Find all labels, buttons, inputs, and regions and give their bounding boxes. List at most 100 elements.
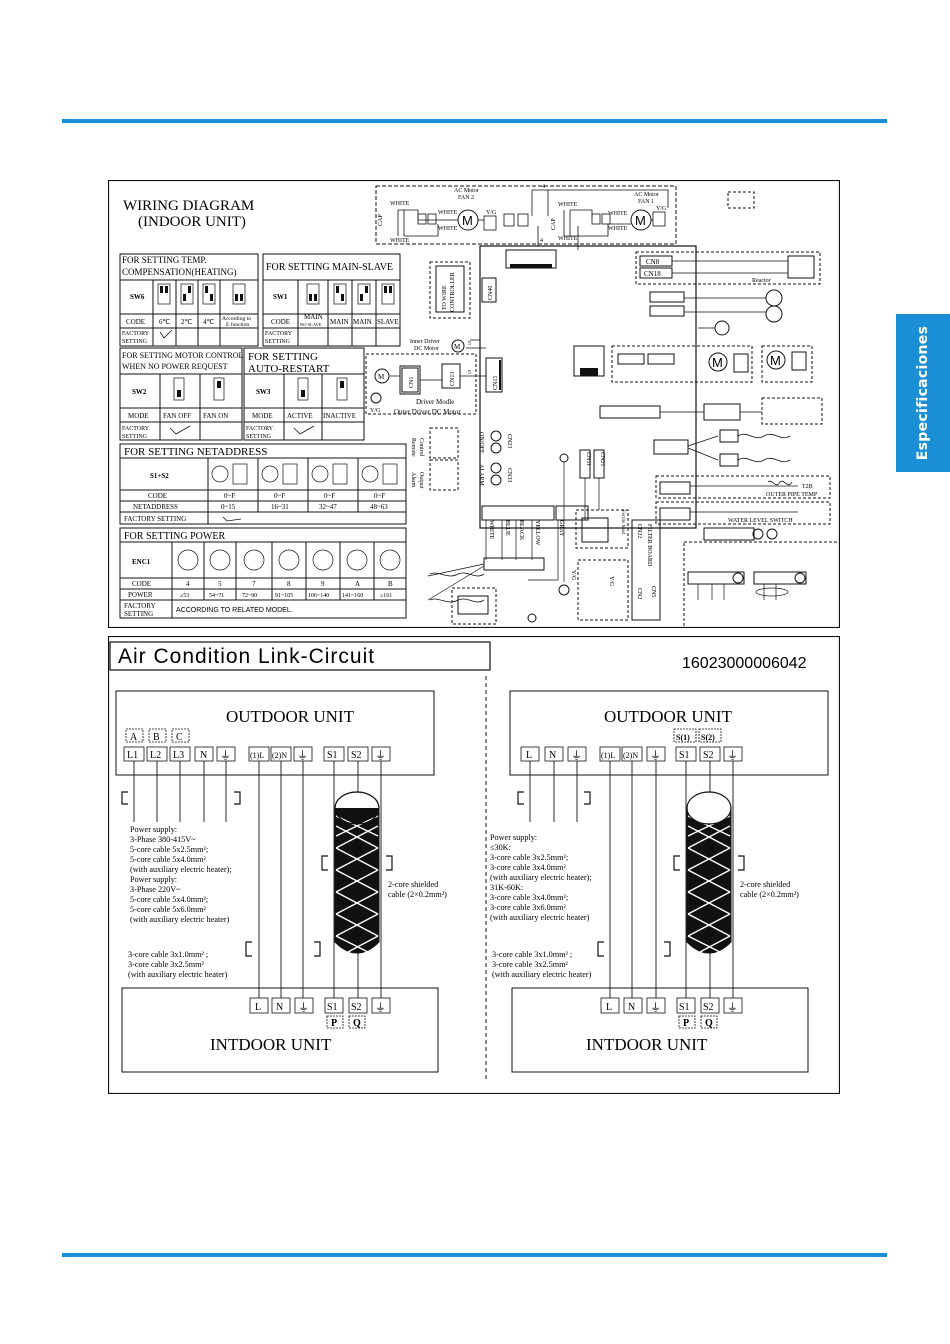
diagram-label: N xyxy=(549,750,556,761)
diagram-label: 4 xyxy=(542,184,545,190)
diagram-label: 3-Phase 380-415V~ xyxy=(130,835,196,844)
diagram-label: ⏚ xyxy=(375,749,386,762)
diagram-label: Power supply: xyxy=(130,875,177,884)
diagram-label: POWER xyxy=(128,591,153,599)
diagram-label: Power supply: xyxy=(490,833,537,842)
diagram-label: 5-core cable 5x6.0mm² xyxy=(130,905,206,914)
diagram-label: cable (2×0.2mm²) xyxy=(388,890,447,899)
diagram-label: 0~F xyxy=(274,492,285,500)
diagram-label: ≤30K: xyxy=(490,843,511,852)
diagram-label: MAIN xyxy=(304,313,323,321)
diagram-label: DC Motor xyxy=(414,346,439,352)
diagram-label: S2 xyxy=(703,1002,714,1013)
diagram-label: L xyxy=(526,750,532,761)
diagram-label: (2)N xyxy=(272,751,287,760)
diagram-label: ⏚ xyxy=(571,749,582,762)
diagram-label: (1)L xyxy=(601,751,615,760)
diagram-label: CODE xyxy=(148,492,167,500)
diagram-label: WATER LEVEL SWITCH xyxy=(728,518,793,524)
diagram-label: MAIN xyxy=(330,318,349,326)
diagram-label: AUTO-RESTART xyxy=(248,363,330,375)
diagram-label: S1+S2 xyxy=(150,472,169,480)
diagram-label: Q xyxy=(705,1018,713,1029)
diagram-label: FOR SETTING NETADDRESS xyxy=(124,446,267,458)
diagram-label: SW6 xyxy=(130,293,145,301)
diagram-label: CN13 xyxy=(450,372,456,386)
diagram-label: Output xyxy=(418,472,424,489)
diagram-label: Power supply: xyxy=(130,825,177,834)
diagram-label: M xyxy=(462,213,473,228)
diagram-label: FOR SETTING MAIN-SLAVE xyxy=(266,262,393,273)
diagram-label: FOR SETTING MOTOR CONTROL xyxy=(122,351,244,360)
diagram-label: Y/G xyxy=(570,570,576,581)
wiring-diagram: WIRING DIAGRAM (INDOOR UNIT) FOR SETTING… xyxy=(108,180,840,628)
diagram-label: (with auxiliary electric heater) xyxy=(492,970,592,979)
diagram-label: A xyxy=(355,580,360,588)
section-tab[interactable]: Especificaciones xyxy=(896,314,950,472)
diagram-label: 32~47 xyxy=(319,503,337,511)
diagram-label: FACTORY xyxy=(122,331,150,337)
diagram-label: 3-core cable 3x2.5mm²; xyxy=(490,853,568,862)
diagram-label: S2 xyxy=(351,1002,362,1013)
diagram-label: CAP xyxy=(551,218,557,230)
diagram-label: CN22 xyxy=(636,524,642,538)
diagram-label: C xyxy=(176,732,183,743)
diagram-label: OUTER PIPE TEMP xyxy=(766,492,818,498)
diagram-label: S(2) xyxy=(701,733,715,742)
diagram-label: WHEN NO POWER REQUEST xyxy=(122,362,228,371)
diagram-label: 2-core shielded xyxy=(388,880,438,889)
wiring-title-2: (INDOOR UNIT) xyxy=(138,214,246,230)
diagram-label: 0~15 xyxy=(221,503,236,511)
diagram-label: (with auxiliary electric heater) xyxy=(130,915,230,924)
diagram-label: FAN 1 xyxy=(638,199,654,205)
diagram-label: 0~F xyxy=(224,492,235,500)
diagram-label: ⏚ xyxy=(375,1001,386,1014)
diagram-label: CN2 xyxy=(636,588,642,599)
diagram-label: 5 xyxy=(468,370,471,376)
diagram-label: CN18 xyxy=(644,270,661,278)
diagram-label: FOR SETTING xyxy=(248,351,318,363)
diagram-label: N xyxy=(200,750,207,761)
diagram-label: FACTORY xyxy=(124,602,156,610)
diagram-label: SETTING xyxy=(122,339,148,345)
diagram-label: Inner Driver xyxy=(410,339,440,345)
diagram-label: 3-core cable 3x2.5mm² xyxy=(128,960,204,969)
diagram-label: 48~63 xyxy=(370,503,388,511)
diagram-label: BLUE xyxy=(504,520,510,536)
diagram-label: B xyxy=(388,580,393,588)
diagram-label: SETTING xyxy=(122,434,148,440)
diagram-label: (with auxiliary electric heater); xyxy=(490,873,592,882)
diagram-label: L xyxy=(606,1002,612,1013)
diagram-label: SLAVE xyxy=(377,318,399,326)
diagram-label: ON/OFF xyxy=(478,432,484,454)
diagram-label: (with auxiliary electric heater) xyxy=(490,913,590,922)
right-indoor-label: INTDOOR UNIT xyxy=(586,1035,708,1054)
diagram-label: CN11 xyxy=(585,452,591,466)
diagram-label: 3-core cable 3x4.0mm² xyxy=(490,863,566,872)
diagram-label: FACTORY SETTING xyxy=(124,515,186,523)
diagram-label: Y/G xyxy=(608,576,614,587)
diagram-label: CN8 xyxy=(646,258,660,266)
diagram-label: L1 xyxy=(127,750,138,761)
diagram-label: WHITE xyxy=(438,226,458,232)
diagram-label: SW2 xyxy=(132,388,147,396)
diagram-label: 6℃ xyxy=(159,318,171,326)
diagram-label: CN15 xyxy=(493,376,499,390)
diagram-label: Remote xyxy=(410,438,416,457)
diagram-label: WHITE xyxy=(558,202,578,208)
diagram-label: FAN ON xyxy=(203,412,228,420)
diagram-label: ≥53 xyxy=(180,593,189,599)
diagram-label: Reactor xyxy=(752,278,771,284)
diagram-label: 31K-60K: xyxy=(490,883,523,892)
diagram-label: (2)N xyxy=(623,751,638,760)
power-table: FOR SETTING POWER ENC1 CODE 4 5 7 8 9 A … xyxy=(119,527,407,619)
diagram-label: cable (2×0.2mm²) xyxy=(740,890,799,899)
main-slave-table: FOR SETTING MAIN-SLAVE SW1 CODE MAIN NO … xyxy=(262,253,401,347)
diagram-label: 9 xyxy=(321,580,325,588)
left-indoor-label: INTDOOR UNIT xyxy=(210,1035,332,1054)
diagram-label: Q xyxy=(353,1018,361,1029)
diagram-label: NETADDRESS xyxy=(133,503,178,511)
diagram-label: SETTING xyxy=(124,610,153,618)
diagram-label: TO WIRE xyxy=(442,285,448,310)
diagram-label: WHITE xyxy=(608,211,628,217)
